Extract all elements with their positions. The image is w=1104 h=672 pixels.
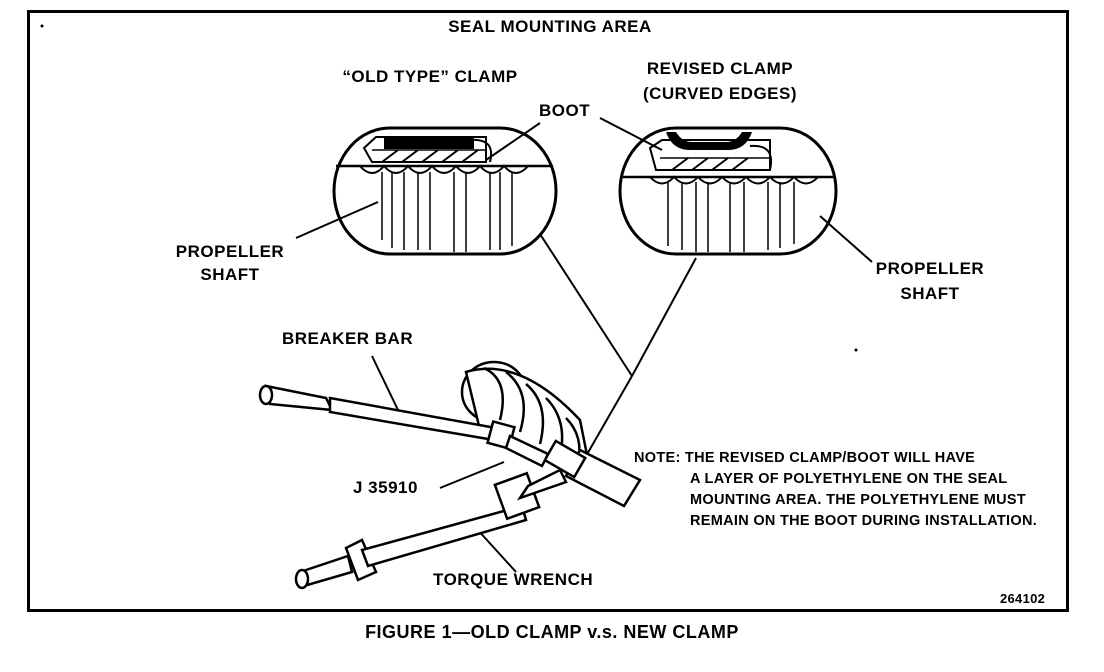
- revised-clamp-label-line2: (CURVED EDGES): [642, 84, 798, 103]
- tool-number-label: J 35910: [353, 478, 418, 497]
- old-clamp-label: “OLD TYPE” CLAMP: [342, 67, 518, 86]
- figure-border: [27, 10, 1069, 612]
- note-line-1: NOTE: THE REVISED CLAMP/BOOT WILL HAVE: [634, 450, 976, 466]
- figure-number: 264102: [1000, 591, 1046, 606]
- breaker-bar: [258, 384, 550, 468]
- breaker-bar-label: BREAKER BAR: [282, 329, 414, 348]
- note-line-4: REMAIN ON THE BOOT DURING INSTALLATION.: [690, 513, 1038, 529]
- figure-caption: FIGURE 1—OLD CLAMP v.s. NEW CLAMP: [365, 622, 739, 642]
- revised-clamp-inset: [618, 126, 838, 256]
- torque-wrench: [294, 468, 568, 590]
- propeller-shaft-right-line1: PROPELLER: [875, 259, 985, 278]
- boot-label: BOOT: [539, 101, 591, 120]
- note-line-3: MOUNTING AREA. THE POLYETHYLENE MUST: [690, 492, 1026, 508]
- note-line-2: A LAYER OF POLYETHYLENE ON THE SEAL: [690, 471, 1008, 487]
- propeller-shaft-left-line2: SHAFT: [200, 265, 260, 284]
- seal-mounting-area-header: SEAL MOUNTING AREA: [448, 17, 652, 36]
- propeller-shaft-right-line2: SHAFT: [900, 284, 960, 303]
- old-clamp-inset: [332, 126, 558, 256]
- torque-wrench-label: TORQUE WRENCH: [433, 570, 594, 589]
- propeller-shaft-left-line1: PROPELLER: [175, 242, 285, 261]
- revised-clamp-label-line1: REVISED CLAMP: [646, 59, 794, 78]
